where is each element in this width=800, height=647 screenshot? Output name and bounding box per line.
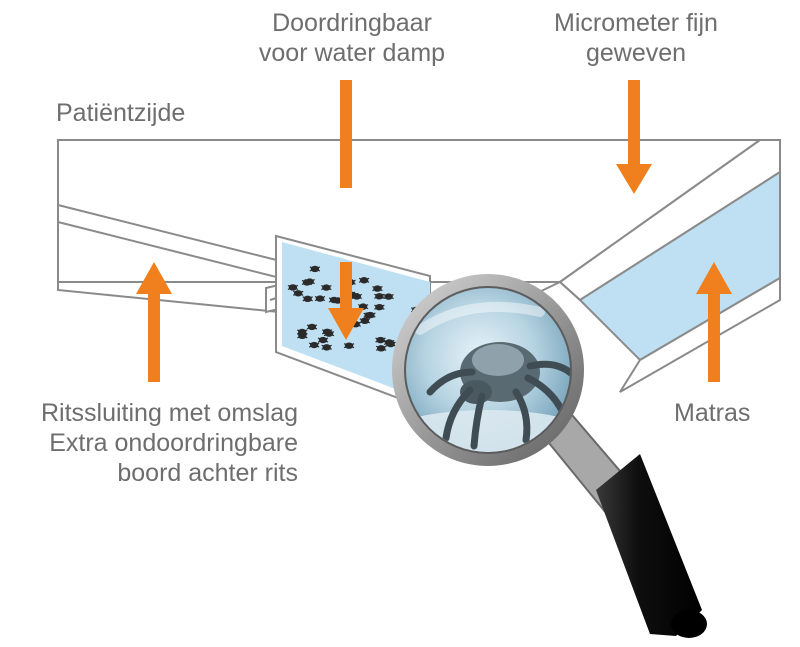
mite-dot	[328, 296, 340, 304]
mite-dot	[375, 336, 386, 344]
arrow-vapor-inner	[328, 262, 364, 340]
micrometer-label-line-1: Micrometer fijn	[554, 9, 718, 37]
mite-dot	[358, 277, 370, 284]
mite-dot	[309, 265, 321, 273]
micrometer-label-line-2: geweven	[585, 39, 687, 67]
mite-dot	[308, 341, 320, 349]
right-mattress-section	[558, 139, 781, 393]
mite-dot	[359, 317, 371, 325]
mite-dot	[287, 284, 299, 291]
mite-dot	[383, 339, 395, 346]
mite-dot	[314, 295, 326, 302]
zipper-label-line-1: Ritssluiting met omslag	[40, 399, 298, 427]
mite-dot	[374, 293, 385, 300]
mite-dot	[343, 342, 355, 349]
mite-dot	[297, 332, 308, 340]
mite-dot	[304, 278, 315, 285]
mite-dot	[302, 295, 313, 303]
mattress-label: Matras	[674, 399, 751, 427]
magnifying-glass-icon	[392, 274, 707, 638]
mite-dot	[317, 336, 329, 344]
arrow-mattress	[696, 262, 732, 382]
arrow-micrometer	[616, 80, 652, 194]
arrow-vapor	[340, 80, 352, 188]
mite-dot	[321, 344, 332, 351]
micrometer-label: Micrometer fijn geweven	[520, 8, 752, 68]
mite-dot	[372, 285, 383, 292]
vapor-permeable-label: Doordringbaar voor water damp	[232, 8, 472, 68]
mite-dot	[383, 293, 394, 300]
mite-dot	[374, 303, 385, 311]
mite-dot	[306, 323, 318, 331]
mite-dot	[375, 345, 387, 352]
zipper-label-line-2: Extra ondoordringbare	[49, 429, 298, 457]
patient-side-label: Patiëntzijde	[56, 99, 186, 127]
mite-dot	[292, 290, 304, 297]
dust-mite-icon	[406, 301, 570, 452]
mite-dot	[365, 311, 376, 319]
vapor-label-line-1: Doordringbaar	[272, 9, 432, 37]
mite-dot	[321, 284, 332, 291]
zipper-label: Ritssluiting met omslag Extra ondoordrin…	[10, 398, 298, 488]
zipper-label-line-3: boord achter rits	[117, 459, 298, 487]
mite-dot	[321, 328, 333, 335]
arrow-zipper	[136, 262, 172, 382]
vapor-label-line-2: voor water damp	[258, 39, 446, 67]
